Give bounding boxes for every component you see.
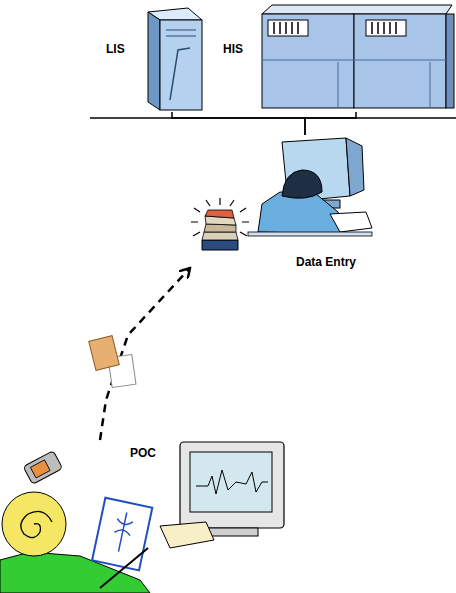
node-label: Data Entry [296,255,356,269]
workstation-node: Data Entry [190,135,376,275]
network-link [172,112,305,135]
monitor-base [206,528,258,536]
hair-swirl [21,511,52,537]
paper-slips [89,336,136,388]
handheld-device [23,451,62,485]
cabinet [354,14,446,108]
waveform [196,470,268,494]
his-server [262,5,454,108]
pen [100,548,148,588]
keyboard [330,212,372,232]
panel-grid [274,22,298,34]
clipboard-board [92,498,152,571]
node-label: HIS [223,42,243,56]
clipboard-symbol [111,511,135,553]
emphasis-lines [191,198,249,236]
keyboard-paper [160,522,214,548]
clinician [0,492,152,593]
server-front [160,20,202,110]
panel-grid [372,22,396,34]
tray [202,240,238,250]
server-detail [170,48,190,100]
panel-line [262,60,354,61]
server-top [262,5,452,14]
data-entry-workstation [248,138,372,236]
point-of-care-node: POC [0,440,292,593]
network-link [305,112,356,135]
server-side [446,14,454,108]
operator-head [282,170,322,198]
device-body [23,451,62,485]
monitor-screen [190,452,272,512]
paper-stack [191,198,249,250]
drive-bay [166,30,196,31]
monitor-side [346,138,364,196]
monitor-back [282,138,350,202]
clipboard [92,498,152,571]
panel-window [268,20,308,36]
panel-window [366,20,406,36]
server-node: LIS [100,5,204,112]
desk [248,232,372,236]
server-node: HIS [218,3,454,112]
paper-sheet [202,232,238,240]
node-label: POC [130,446,156,460]
paper-sheet [205,210,234,218]
cabinet [262,14,354,108]
panel-line [430,62,431,108]
device-screen [30,460,50,478]
panel-line [354,60,446,61]
monitor-body [180,442,284,528]
lis-server [148,8,202,110]
poc-monitor [160,442,284,548]
server-side [148,12,160,110]
panel-line [338,62,339,108]
drive-bay [166,36,196,37]
paper-slip [89,336,120,371]
node-label: LIS [106,42,125,56]
clinician-head [2,492,66,556]
